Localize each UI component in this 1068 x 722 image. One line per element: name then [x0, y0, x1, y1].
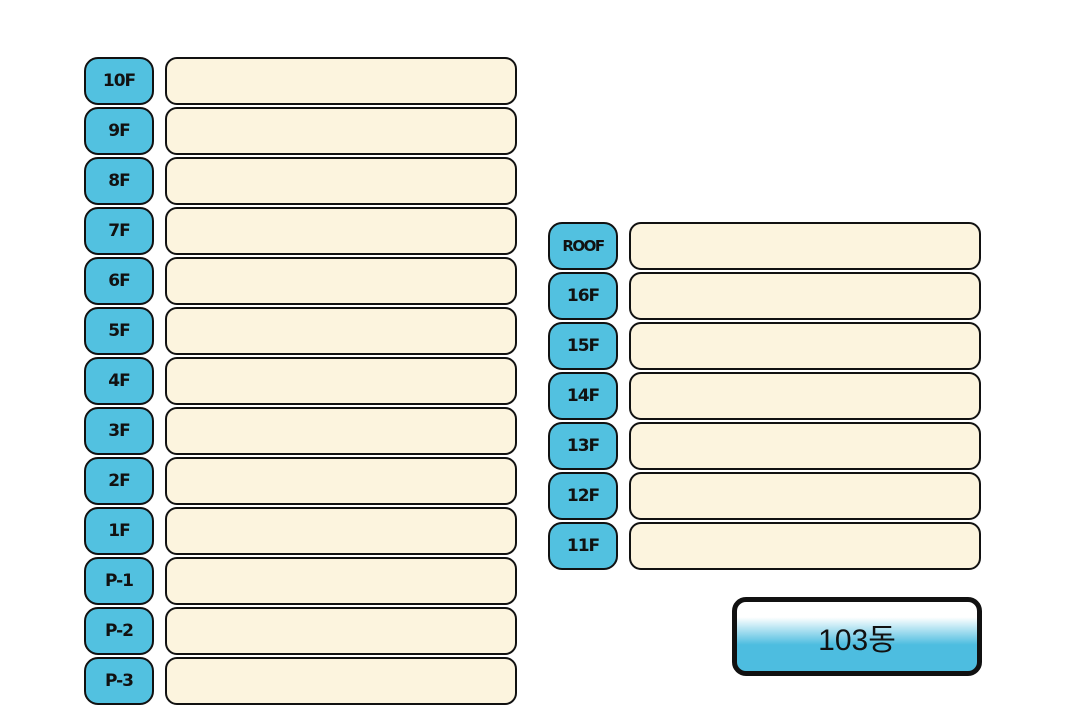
floor-label-button[interactable]: 4F: [84, 357, 154, 405]
floor-content-field[interactable]: [165, 207, 517, 255]
floor-content-field[interactable]: [629, 272, 981, 320]
floor-label-button[interactable]: 1F: [84, 507, 154, 555]
floor-label-button[interactable]: 9F: [84, 107, 154, 155]
floor-label-button[interactable]: 15F: [548, 322, 618, 370]
floor-row: 1F: [84, 507, 518, 557]
floor-content-field[interactable]: [629, 422, 981, 470]
floor-row: 13F: [548, 422, 982, 472]
floor-row: 7F: [84, 207, 518, 257]
floor-content-field[interactable]: [629, 372, 981, 420]
floor-row: 5F: [84, 307, 518, 357]
floor-label-button[interactable]: 10F: [84, 57, 154, 105]
floor-row: 12F: [548, 472, 982, 522]
floor-row: 2F: [84, 457, 518, 507]
floor-content-field[interactable]: [629, 222, 981, 270]
floor-row: 4F: [84, 357, 518, 407]
building-103-button[interactable]: 103동: [732, 597, 982, 676]
floor-content-field[interactable]: [165, 257, 517, 305]
building-button-label: 103동: [818, 623, 896, 657]
floor-row: P-2: [84, 607, 518, 657]
floor-row: 3F: [84, 407, 518, 457]
floor-content-field[interactable]: [629, 322, 981, 370]
floor-label-button[interactable]: 16F: [548, 272, 618, 320]
floor-row: P-1: [84, 557, 518, 607]
floor-row: 9F: [84, 107, 518, 157]
floor-label-button[interactable]: P-2: [84, 607, 154, 655]
floor-label-button[interactable]: 12F: [548, 472, 618, 520]
floor-label-button[interactable]: 3F: [84, 407, 154, 455]
floor-label-button[interactable]: 2F: [84, 457, 154, 505]
floor-content-field[interactable]: [165, 357, 517, 405]
floor-content-field[interactable]: [165, 57, 517, 105]
floor-label-button[interactable]: P-3: [84, 657, 154, 705]
floor-row: ROOF: [548, 222, 982, 272]
floor-content-field[interactable]: [165, 507, 517, 555]
floor-label-button[interactable]: 5F: [84, 307, 154, 355]
floor-row: 10F: [84, 57, 518, 107]
floor-row: 8F: [84, 157, 518, 207]
floor-content-field[interactable]: [165, 607, 517, 655]
floor-row: 11F: [548, 522, 982, 572]
floor-row: 14F: [548, 372, 982, 422]
floor-content-field[interactable]: [165, 457, 517, 505]
floor-label-button[interactable]: ROOF: [548, 222, 618, 270]
floor-row: 6F: [84, 257, 518, 307]
floor-label-button[interactable]: 6F: [84, 257, 154, 305]
floor-content-field[interactable]: [165, 557, 517, 605]
floor-content-field[interactable]: [165, 407, 517, 455]
floor-content-field[interactable]: [165, 657, 517, 705]
floor-label-button[interactable]: P-1: [84, 557, 154, 605]
floor-content-field[interactable]: [629, 472, 981, 520]
floor-row: P-3: [84, 657, 518, 707]
floor-row: 16F: [548, 272, 982, 322]
floor-content-field[interactable]: [629, 522, 981, 570]
floor-label-button[interactable]: 13F: [548, 422, 618, 470]
floor-label-button[interactable]: 7F: [84, 207, 154, 255]
floor-content-field[interactable]: [165, 307, 517, 355]
floor-label-button[interactable]: 14F: [548, 372, 618, 420]
floor-content-field[interactable]: [165, 157, 517, 205]
floor-content-field[interactable]: [165, 107, 517, 155]
floor-label-button[interactable]: 8F: [84, 157, 154, 205]
floor-row: 15F: [548, 322, 982, 372]
floor-label-button[interactable]: 11F: [548, 522, 618, 570]
